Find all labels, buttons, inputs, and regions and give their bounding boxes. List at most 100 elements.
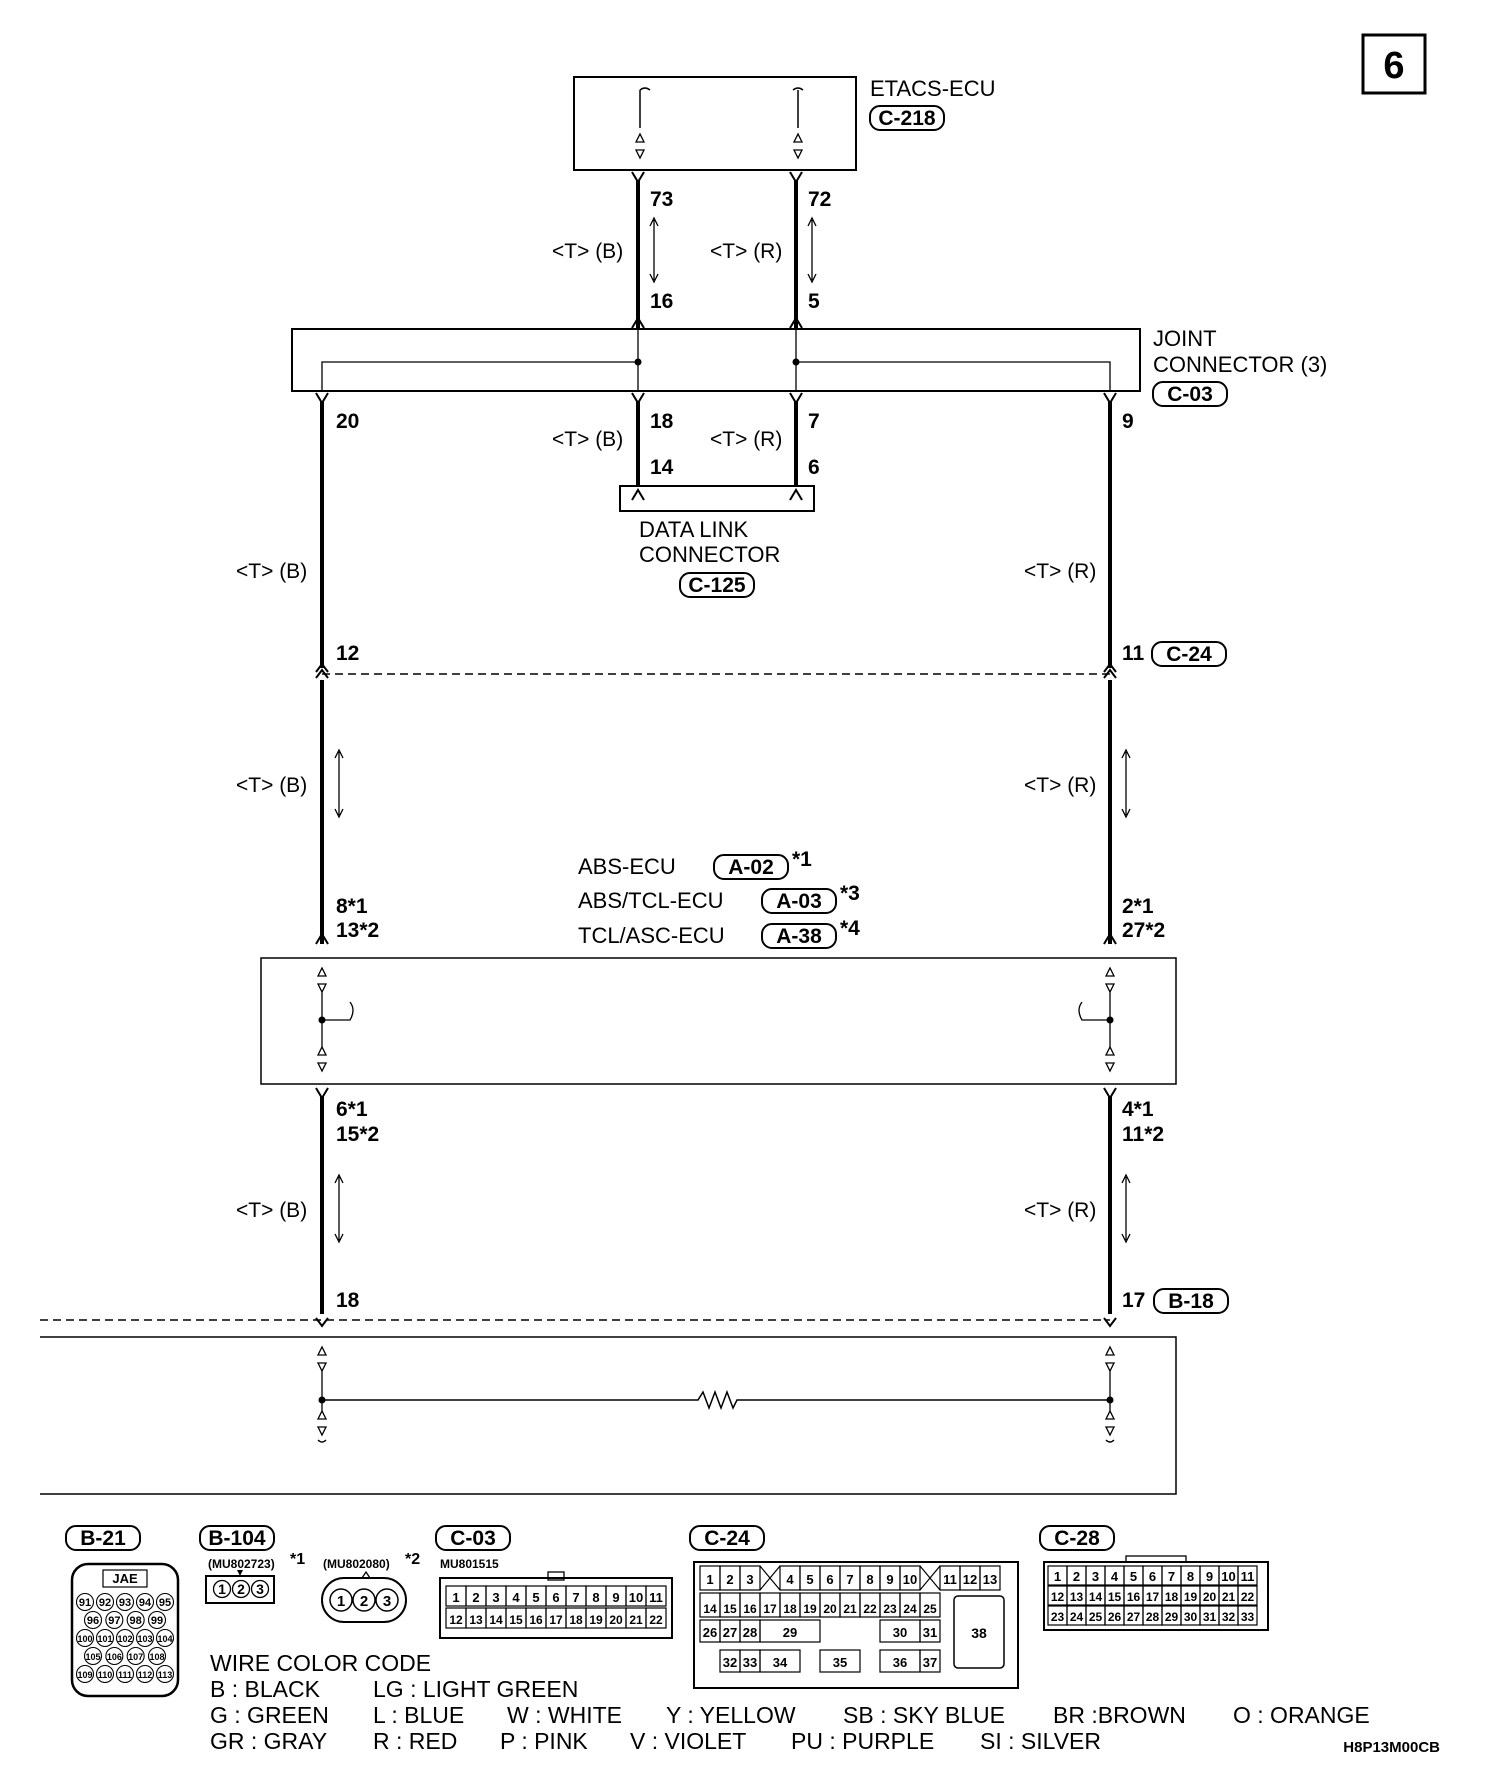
connector-pin-label: 37	[923, 1655, 937, 1670]
wire-color-legend: WIRE COLOR CODE B : BLACK LG : LIGHT GRE…	[210, 1650, 1440, 1756]
connector-pin-label: 30	[893, 1625, 907, 1640]
b104-note-a: *1	[290, 1551, 305, 1568]
connector-pin-label: 2	[360, 1593, 368, 1610]
connector-pin-cell	[1237, 1565, 1258, 1586]
connector-pin-cell	[645, 1585, 667, 1607]
data-link-connector: DATA LINK CONNECTOR C-125	[619, 485, 815, 598]
connector-pin-cell	[1237, 1605, 1258, 1626]
connector-pin-label: 18	[1165, 1590, 1179, 1604]
connector-pin-label: 31	[1203, 1610, 1217, 1624]
connector-pin-label: 4	[1111, 1569, 1119, 1584]
connector-pin-cell	[115, 1664, 135, 1684]
connector-pin-label: 22	[1241, 1590, 1255, 1604]
abs-connector-2: A-03	[776, 890, 822, 913]
connector-pin-label: 12	[963, 1572, 977, 1587]
connector-pin-label: 32	[723, 1655, 737, 1670]
connector-pin-label: 97	[108, 1615, 120, 1627]
connector-pin-label: 25	[1089, 1610, 1103, 1624]
connector-pin-label: 1	[1054, 1569, 1061, 1584]
connector-pin-cell	[979, 1565, 1001, 1591]
abs-name-3: TCL/ASC-ECU	[578, 923, 725, 948]
c24-connector-tag: C-24	[1166, 643, 1212, 666]
connector-pin-label: 23	[1051, 1610, 1065, 1624]
connector-pin-label: 13	[983, 1572, 997, 1587]
connector-pin-label: 9	[612, 1590, 619, 1605]
dlc-title-1: DATA LINK	[639, 517, 749, 542]
connector-pin-label: 107	[128, 1652, 143, 1662]
connector-pin-label: 15	[723, 1602, 737, 1616]
connector-pin-label: 96	[87, 1615, 99, 1627]
b104-part-a: (MU802723)	[208, 1557, 275, 1571]
wire-label-left-2: <T> (B)	[236, 774, 307, 797]
connector-pin-label: 17	[549, 1613, 563, 1627]
abs-b18-wires: 6*1 15*2 4*1 11*2 <T> (B) <T> (R) 18 17 …	[236, 1087, 1229, 1314]
legend-l3-2: P : PINK	[500, 1728, 588, 1754]
connector-pin-label: 5	[532, 1590, 539, 1605]
connector-pin-label: 7	[572, 1590, 579, 1605]
wire-label-dlc-black: <T> (B)	[552, 428, 623, 451]
connector-pin-label: 35	[833, 1655, 847, 1670]
connector-pin-cell	[250, 1579, 270, 1599]
joint-pin-top-black: 16	[650, 290, 673, 313]
connector-pin-label: 2	[1073, 1569, 1080, 1584]
connector-pin-label: 22	[649, 1613, 663, 1627]
connector-pin-label: 17	[1146, 1590, 1160, 1604]
connector-pin-label: 1	[706, 1572, 713, 1587]
wire-label-left-1: <T> (B)	[236, 560, 307, 583]
connector-pin-label: 1	[452, 1590, 459, 1605]
connector-pin-label: 25	[923, 1602, 937, 1616]
abs-bot-right-pin-2: 11*2	[1122, 1123, 1164, 1146]
connector-pin-label: 16	[529, 1613, 543, 1627]
connector-pin-label: 14	[703, 1602, 717, 1616]
connector-pin-cell	[899, 1565, 921, 1591]
connector-pin-label: 31	[923, 1625, 937, 1640]
legend-l3-3: V : VIOLET	[630, 1728, 746, 1754]
b104-note-b: *2	[405, 1551, 420, 1568]
etacs-joint-wires: 73 72 <T> (B) <T> (R) 16 5	[552, 171, 831, 329]
connector-pin-cell	[819, 1649, 861, 1673]
connector-pin-cell	[919, 1619, 941, 1643]
connector-pin-label: 2	[472, 1590, 479, 1605]
abs-name-2: ABS/TCL-ECU	[578, 888, 723, 913]
c24-view-tag: C-24	[704, 1527, 750, 1550]
page-number: 6	[1383, 45, 1404, 87]
connector-pin-label: 10	[1221, 1569, 1235, 1584]
connector-pin-label: 30	[1184, 1610, 1198, 1624]
wire-label-etacs-red: <T> (R)	[710, 240, 782, 263]
connector-pin-label: 91	[79, 1597, 91, 1609]
dlc-pin-red: 6	[808, 456, 820, 479]
etacs-ecu: ETACS-ECU C-218	[573, 76, 996, 171]
dlc-pin-black: 14	[650, 456, 674, 479]
connector-pin-label: 33	[743, 1655, 757, 1670]
wire-label-dlc-red: <T> (R)	[710, 428, 782, 451]
legend-l2-5: BR :BROWN	[1053, 1702, 1186, 1728]
wire-label-right-2: <T> (R)	[1024, 774, 1096, 797]
connector-pin-cell	[95, 1628, 115, 1648]
joint-connector-tag: C-03	[1167, 383, 1213, 406]
abs-bot-left-pin-2: 15*2	[336, 1123, 379, 1146]
abs-note-3: *4	[840, 917, 860, 940]
connector-pin-label: 13	[1070, 1590, 1084, 1604]
connector-pin-label: 33	[1241, 1610, 1255, 1624]
connector-pin-label: 1	[218, 1581, 226, 1597]
connector-pin-label: 22	[863, 1602, 877, 1616]
connector-pin-label: 19	[803, 1602, 817, 1616]
abs-note-1: *1	[792, 848, 812, 871]
connector-pin-label: 7	[846, 1572, 853, 1587]
connector-pin-cell	[115, 1592, 135, 1612]
b21-maker: JAE	[112, 1571, 138, 1586]
connector-pin-cell	[375, 1588, 399, 1612]
connector-pin-label: 102	[117, 1634, 132, 1644]
c28-tag: C-28	[1054, 1527, 1100, 1550]
connector-pin-label: 29	[1165, 1610, 1179, 1624]
connector-pin-label: 105	[85, 1652, 100, 1662]
connector-pin-label: 8	[1187, 1569, 1194, 1584]
connector-pin-label: 10	[629, 1590, 643, 1605]
legend-title: WIRE COLOR CODE	[210, 1650, 431, 1676]
connector-pin-label: 9	[1206, 1569, 1213, 1584]
b18-pin-right: 17	[1122, 1289, 1145, 1312]
connector-pin-cell	[147, 1610, 167, 1630]
